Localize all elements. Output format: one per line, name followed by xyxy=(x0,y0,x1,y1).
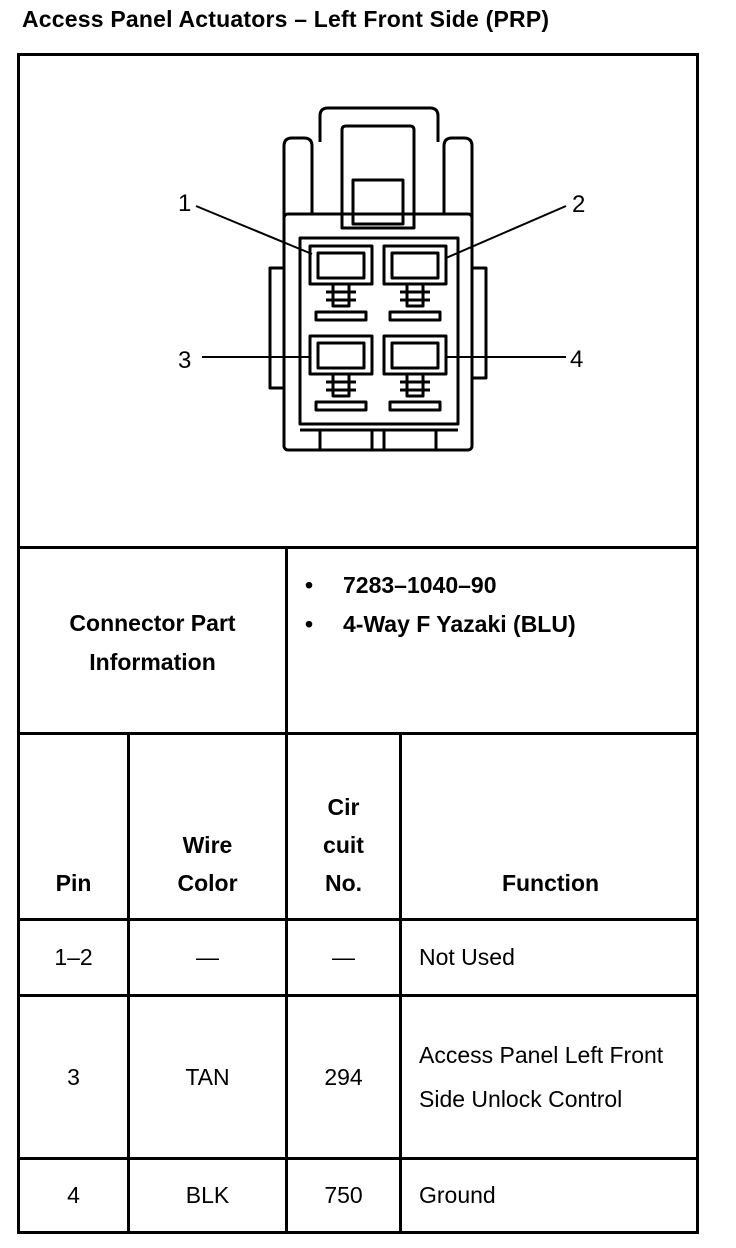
table-cell-circuit: — xyxy=(332,944,355,970)
pin-callout-4: 4 xyxy=(570,346,583,373)
table-cell-circuit: 750 xyxy=(324,1182,363,1208)
table-cell-pin: 3 xyxy=(67,1063,80,1090)
divider xyxy=(285,546,288,1234)
divider xyxy=(127,732,130,1234)
table-cell-function: Ground xyxy=(419,1182,496,1208)
table-frame xyxy=(17,53,699,1234)
divider xyxy=(399,732,402,1234)
connector-diagram: 1 2 3 4 xyxy=(178,106,585,452)
table-cell-pin: 4 xyxy=(67,1182,80,1208)
divider xyxy=(17,918,699,921)
header-pin: Pin xyxy=(55,870,92,896)
table-cell-circuit: 294 xyxy=(324,1063,363,1090)
pin-callout-1: 1 xyxy=(178,190,191,217)
divider xyxy=(17,1157,699,1160)
table-cell-wire-color: TAN xyxy=(185,1063,230,1090)
divider xyxy=(17,546,699,549)
header-circuit-no: Cir cuit No. xyxy=(323,794,364,896)
table-cell-pin: 1–2 xyxy=(54,944,93,970)
header-wire-color: Wire Color xyxy=(177,832,238,896)
table-cell-wire-color: — xyxy=(196,944,219,970)
pin-callout-3: 3 xyxy=(178,347,191,374)
divider xyxy=(17,732,699,735)
divider xyxy=(17,994,699,997)
table-cell-function: Not Used xyxy=(419,944,515,970)
connector-info-label: Connector Part Information xyxy=(69,609,236,675)
list-item: •7283–1040–90 xyxy=(305,572,497,598)
table-cell-function: Access Panel Left Front Side Unlock Cont… xyxy=(419,1042,664,1112)
header-function: Function xyxy=(501,870,600,896)
list-item: •4-Way F Yazaki (BLU) xyxy=(305,611,576,637)
connector-info-list: •7283–1040–90 •4-Way F Yazaki (BLU) xyxy=(305,566,576,644)
pin-callout-2: 2 xyxy=(572,191,585,218)
table-cell-wire-color: BLK xyxy=(185,1182,230,1208)
page-title: Access Panel Actuators – Left Front Side… xyxy=(22,6,550,32)
